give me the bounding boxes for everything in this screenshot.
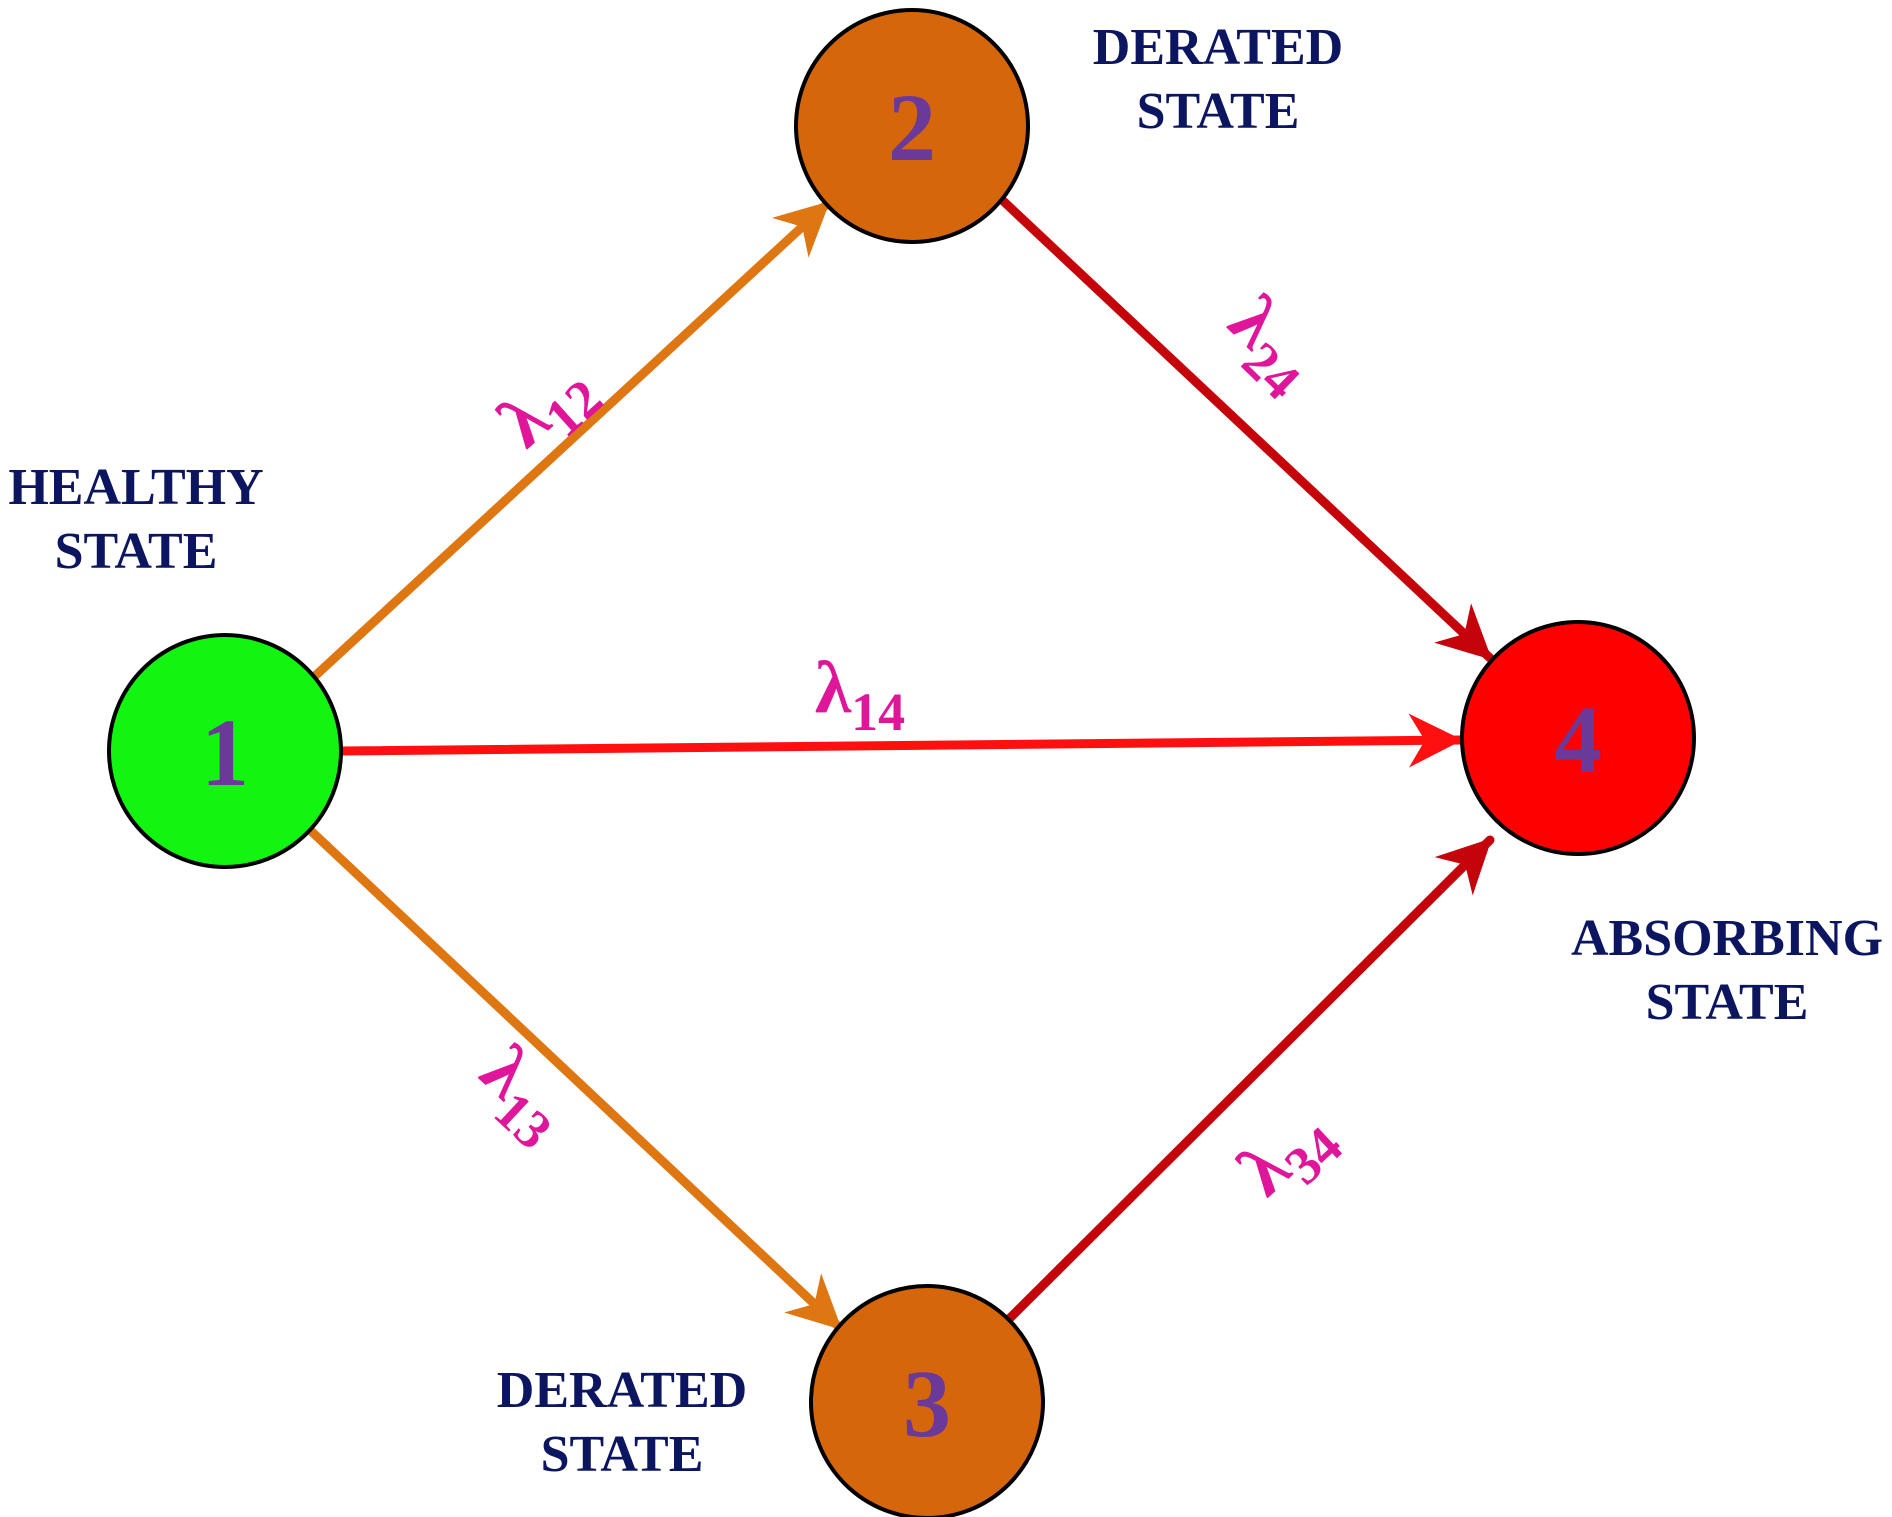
edge-arrow-1-2 (310, 198, 833, 681)
rate-label-1-4: λ14 (815, 647, 905, 742)
edge-arrow-1-4 (335, 713, 1465, 768)
edges-layer (305, 193, 1495, 1333)
state-node-3: 3 (809, 1284, 1045, 1517)
state-caption-4-line-1: ABSORBING (1571, 910, 1883, 967)
state-number-3: 3 (903, 1350, 951, 1457)
state-node-2: 2 (794, 8, 1030, 244)
state-caption-3-line-1: DERATED (497, 1362, 747, 1419)
state-node-4: 4 (1460, 620, 1696, 856)
rate-symbol: λ (815, 647, 852, 729)
edge-arrow-1-3 (305, 825, 845, 1333)
state-caption-4-line-2: STATE (1646, 974, 1809, 1031)
state-caption-1-line-2: STATE (55, 523, 218, 580)
state-circle-3 (809, 1284, 1045, 1517)
state-caption-2-line-2: STATE (1137, 83, 1300, 140)
state-circle-2 (794, 8, 1030, 244)
state-circle-4 (1460, 620, 1696, 856)
state-number-1: 1 (201, 699, 249, 806)
rate-label-3-4: λ34 (1223, 1090, 1354, 1221)
state-node-1: 1 (107, 633, 343, 869)
state-circle-1 (107, 633, 343, 869)
state-caption-2-line-1: DERATED (1093, 19, 1343, 76)
rate-label-1-2: λ12 (483, 341, 614, 472)
state-number-4: 4 (1554, 686, 1602, 793)
edge-arrow-2-4 (995, 193, 1495, 663)
state-caption-3-line-2: STATE (541, 1426, 704, 1483)
edge-arrow-3-4 (1000, 835, 1495, 1328)
nodes-layer: 1 2 3 4 (107, 8, 1696, 1517)
rate-label-1-3: λ13 (456, 1030, 587, 1161)
state-number-2: 2 (888, 74, 936, 181)
rate-label-2-4: λ24 (1205, 280, 1336, 411)
state-caption-1-line-1: HEALTHY (8, 459, 263, 516)
rate-subscript: 14 (851, 682, 905, 742)
